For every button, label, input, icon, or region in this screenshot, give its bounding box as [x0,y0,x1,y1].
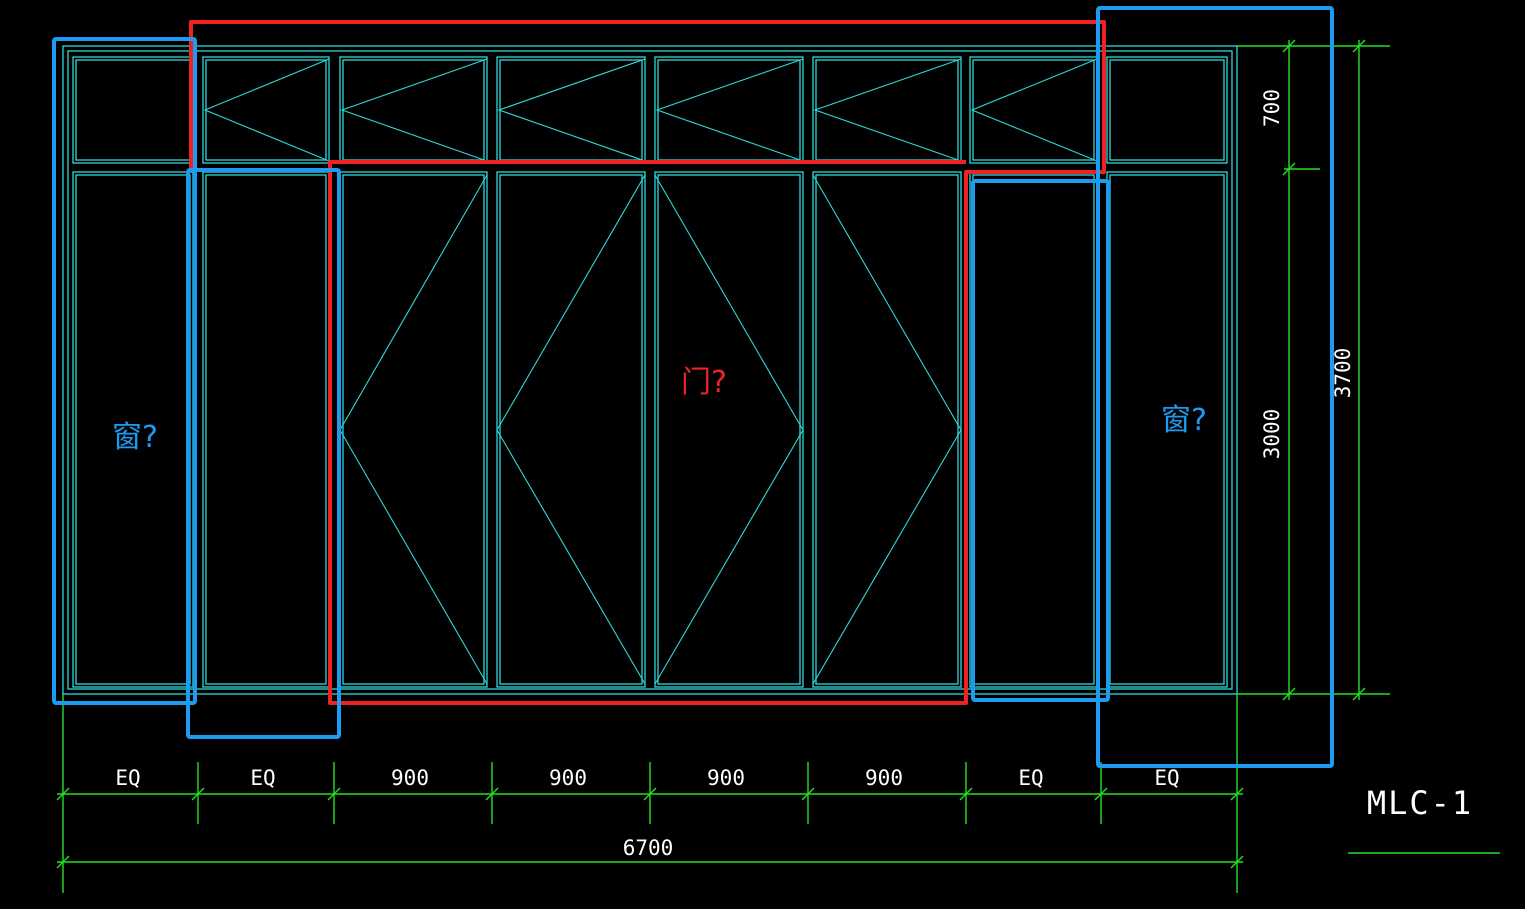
dim-label-overall-width: 6700 [623,836,674,860]
right-dimension-labels: 700 3000 3700 [1260,89,1355,459]
window-question-label-right: 窗? [1161,403,1207,438]
transom-panel-inner-8 [1109,59,1225,161]
door-leaf-opening-mark-4 [812,174,962,685]
dim-label-seg-6: 900 [865,766,903,790]
window-outline-left-1 [52,37,197,705]
right-dim-tick-4 [1352,39,1366,53]
door-annotation: 门? [189,20,1106,705]
lower-panel-inner-3 [342,174,485,685]
dim-label-seg-8: EQ [1154,766,1179,790]
transom-opening-mark-6 [970,58,1098,162]
dimension-lines [56,39,1390,893]
inner-frame [67,50,1233,690]
lower-panel-inner-4 [499,174,643,685]
transom-opening-mark-5 [813,58,962,162]
lower-panel-inner-5 [657,174,801,685]
right-dim-tick-3 [1282,687,1296,701]
window-annotations [52,6,1334,768]
transom-panel-2 [202,56,330,164]
right-dim-tick-5 [1352,687,1366,701]
door-question-label: 门? [681,365,727,400]
transom-opening-mark-2 [340,58,488,162]
right-dim-tick-2 [1282,162,1296,176]
dim-label-seg-4: 900 [549,766,587,790]
drawing-title-block: MLC-1 [1348,784,1500,854]
door-leaf-opening-mark-3 [654,174,804,685]
dim-label-seg-3: 900 [391,766,429,790]
transom-opening-mark-3 [497,58,646,162]
lower-panel-inner-2 [205,174,327,685]
door-leaf-opening-mark-2 [496,174,646,685]
window-outline-right-2 [1096,6,1334,768]
dim-label-seg-2: EQ [250,766,275,790]
overall-tick-left [56,855,70,869]
opening-indicators [203,58,1098,685]
dim-label-seg-7: EQ [1018,766,1043,790]
transom-panel-8 [1106,56,1228,164]
drawing-title: MLC-1 [1367,784,1473,822]
right-dim-tick-1 [1282,39,1296,53]
transom-opening-mark-4 [655,58,804,162]
dim-label-seg-1: EQ [115,766,140,790]
outer-frame [62,45,1238,695]
dim-label-total-height: 3700 [1331,348,1355,399]
dim-label-lower-height: 3000 [1260,409,1284,460]
overall-tick-right [1230,855,1244,869]
window-outline-right-1 [971,179,1110,702]
dim-label-seg-5: 900 [707,766,745,790]
transom-opening-mark-1 [203,58,330,162]
door-outline [189,20,1106,705]
lower-panel-inner-6 [815,174,959,685]
bottom-dimension-labels: EQ EQ 900 900 900 900 EQ EQ 6700 [115,766,1179,860]
window-question-label-left: 窗? [112,420,158,455]
dim-label-upper-height: 700 [1260,89,1284,127]
window-outline-left-2 [186,168,341,739]
